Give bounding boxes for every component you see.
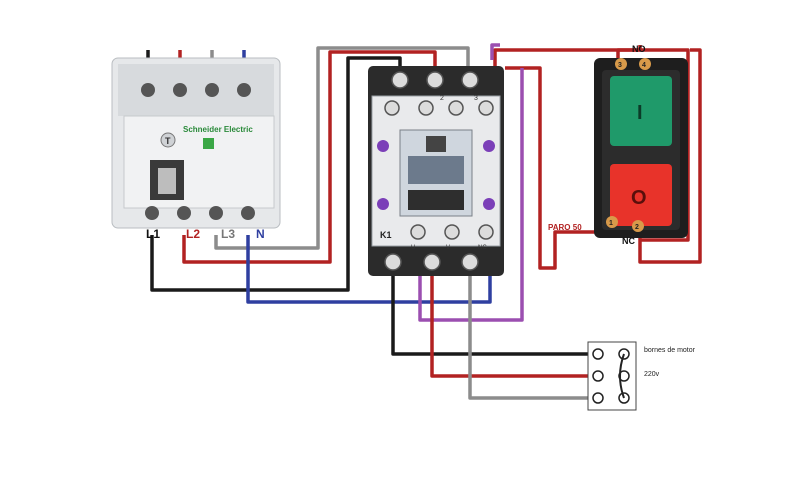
start-button-label: I: [637, 102, 643, 124]
rcd-terminal-l1: L1: [146, 227, 160, 241]
terminal-3-label: 3: [618, 62, 622, 69]
contactor-lower-core: [408, 190, 464, 210]
terminal-2-label: 2: [635, 224, 639, 231]
motor-box-label: bornes de motor: [644, 347, 696, 354]
start-button[interactable]: [610, 76, 672, 146]
rcd-brand: Schneider Electric: [183, 125, 253, 134]
motor-terminal-box: bornes de motor 220v: [587, 341, 696, 411]
rcd-front: [123, 115, 275, 209]
contactor-top-marking-3: 3: [474, 95, 478, 102]
contactor-top-screws: [384, 71, 494, 116]
motor-terminals: [592, 348, 630, 404]
rcd-toggle-lever[interactable]: [158, 168, 176, 194]
wire-motor-v: [430, 272, 590, 378]
contactor-top-marking-2: 2: [440, 95, 444, 102]
motor-voltage-label: 220v: [644, 371, 660, 378]
stop-button-label: O: [631, 187, 647, 209]
contactor-bottom-screws: [384, 224, 494, 271]
stop-wire-label: PARO 50: [548, 223, 582, 232]
rcd-breaker: Schneider Electric T L1 L2 L3 N: [111, 57, 281, 241]
wire-nc-red: [638, 48, 702, 264]
wire-l2-out: [182, 50, 437, 264]
wire-n-out: [246, 235, 492, 304]
rcd-terminal-l2: L2: [186, 227, 200, 241]
wire-motor-w: [468, 272, 590, 400]
wire-motor-u: [391, 272, 590, 356]
motor-bridge-link: [619, 353, 625, 399]
terminal-4: [639, 58, 651, 70]
push-button-station: I O 3 4 NO 1 2 NC PARO 50: [548, 44, 688, 246]
terminal-1-label: 1: [609, 220, 613, 227]
rcd-top-screws: [141, 83, 251, 97]
contactor-core: [426, 136, 446, 152]
wire-l1-out: [150, 56, 402, 292]
contactor-armature: [408, 156, 464, 184]
wire-control-purple: [490, 43, 500, 60]
nc-contact-label: NC: [622, 236, 635, 246]
wire-l3-out: [214, 46, 470, 250]
rcd-test-label: T: [165, 136, 171, 146]
contactor-aux-label: K1: [380, 230, 392, 240]
contactor: 2 3 K1 U V NC: [368, 66, 504, 276]
contactor-aux-nc: NC: [478, 245, 487, 251]
rcd-logo-box: [203, 138, 214, 149]
contactor-purple-markers: [377, 140, 495, 210]
rcd-bottom-screws: [145, 206, 255, 220]
stop-button[interactable]: [610, 164, 672, 226]
wire-no-red: [616, 45, 642, 60]
no-contact-label: NO: [632, 44, 646, 54]
terminal-3: [615, 58, 627, 70]
contactor-bottom-u: U: [411, 245, 415, 251]
terminal-4-label: 4: [642, 62, 646, 69]
contactor-bottom-v: V: [446, 245, 450, 251]
wire-control-red-1: [493, 48, 690, 242]
rcd-terminal-n: N: [256, 227, 265, 241]
terminal-1: [606, 216, 618, 228]
terminal-2: [632, 220, 644, 232]
rcd-terminal-l3: L3: [221, 227, 235, 241]
rcd-test-button[interactable]: [160, 132, 176, 148]
